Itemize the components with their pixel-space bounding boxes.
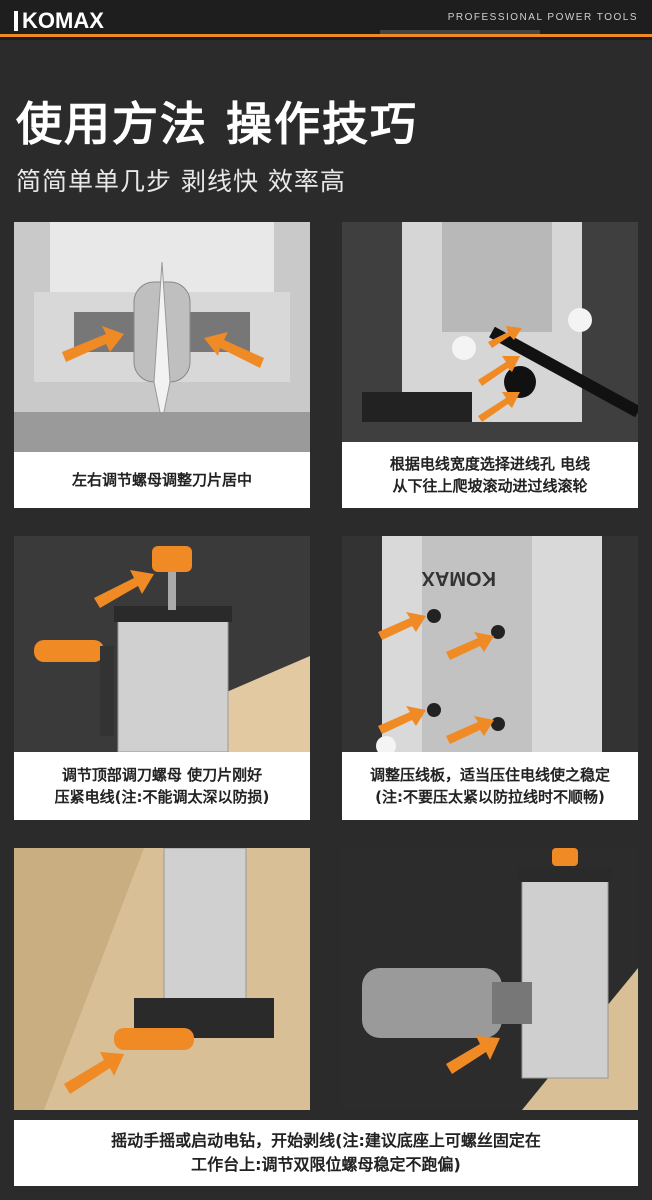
caption-line: (注:不要压太紧以防拉线时不顺畅): [375, 788, 605, 806]
step-1-photo: [14, 222, 310, 452]
step-4-photo: KOMAX: [342, 536, 638, 752]
caption-line: 从下往上爬坡滚动进过线滚轮: [392, 477, 588, 495]
step-1-caption: 左右调节螺母调整刀片居中: [14, 452, 310, 508]
page-subtitle: 简简单单几步 剥线快 效率高: [16, 167, 346, 196]
machine-logo-text: KOMAX: [421, 567, 496, 589]
caption-line: 压紧电线(注:不能调太深以防损): [54, 788, 270, 806]
step-4-panel: KOMAX 调整压线板，适当压住电线使之稳定 (注:不要压太紧以防拉线时不顺畅): [342, 536, 638, 820]
step-5-photo: [14, 848, 310, 1110]
caption-line: 左右调节螺母调整刀片居中: [71, 471, 252, 489]
step-3-panel: 调节顶部调刀螺母 使刀片刚好 压紧电线(注:不能调太深以防损): [14, 536, 310, 820]
step-3-photo: [14, 536, 310, 752]
page-title: 使用方法 操作技巧: [16, 97, 419, 151]
step-6-panel: [342, 848, 638, 1110]
caption-line: 工作台上:调节双限位螺母稳定不跑偏): [191, 1155, 461, 1174]
top-bar: KOMAX PROFESSIONAL POWER TOOLS: [0, 0, 652, 40]
step-2-panel: 根据电线宽度选择进线孔 电线 从下往上爬坡滚动进过线滚轮: [342, 222, 638, 508]
step-3-caption: 调节顶部调刀螺母 使刀片刚好 压紧电线(注:不能调太深以防损): [14, 752, 310, 820]
step-2-photo: [342, 222, 638, 442]
header-accent-line: [0, 34, 652, 37]
caption-line: 调整压线板，适当压住电线使之稳定: [369, 766, 610, 784]
caption-line: 摇动手摇或启动电钻，开始剥线(注:建议底座上可螺丝固定在: [111, 1131, 541, 1150]
step-5-6-caption: 摇动手摇或启动电钻，开始剥线(注:建议底座上可螺丝固定在 工作台上:调节双限位螺…: [14, 1120, 638, 1186]
caption-line: 调节顶部调刀螺母 使刀片刚好: [61, 766, 263, 784]
step-4-caption: 调整压线板，适当压住电线使之稳定 (注:不要压太紧以防拉线时不顺畅): [342, 752, 638, 820]
caption-line: 根据电线宽度选择进线孔 电线: [389, 455, 591, 473]
step-1-panel: 左右调节螺母调整刀片居中: [14, 222, 310, 508]
brand-logo: KOMAX: [14, 8, 104, 34]
step-2-caption: 根据电线宽度选择进线孔 电线 从下往上爬坡滚动进过线滚轮: [342, 442, 638, 508]
step-5-panel: [14, 848, 310, 1110]
step-6-photo: [342, 848, 638, 1110]
header-tab-decoration: [380, 30, 540, 36]
brand-tagline: PROFESSIONAL POWER TOOLS: [447, 12, 638, 23]
